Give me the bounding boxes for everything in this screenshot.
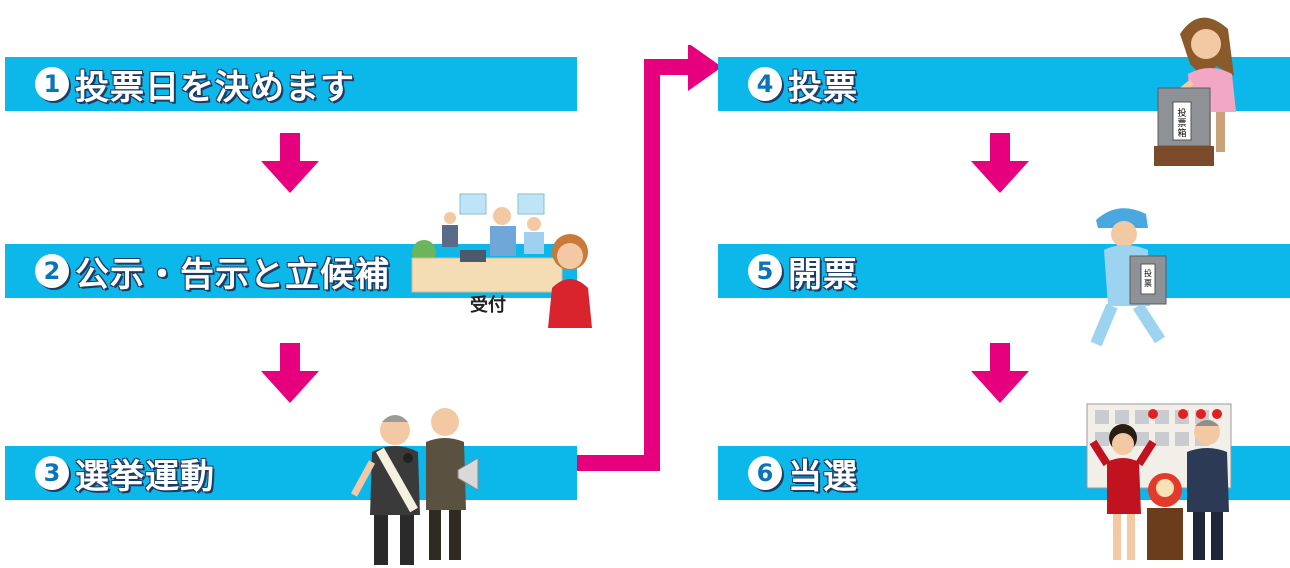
step-6-label: 当選 <box>788 456 858 497</box>
step-4-label: 投票 <box>788 67 858 108</box>
flow-connector-arrow <box>576 45 722 471</box>
ballot-counting-illustration: 投 票 <box>1090 208 1167 347</box>
reception-label: 受付 <box>470 295 506 316</box>
step-3-label: 選挙運動 <box>75 456 215 497</box>
step-1-bar: 1 投票日を決めます <box>5 57 577 111</box>
down-arrow-1 <box>261 133 319 193</box>
step-3-bar: 3 選挙運動 <box>5 446 577 500</box>
svg-text:投: 投 <box>1144 268 1152 278</box>
election-win-illustration <box>1086 403 1232 560</box>
step-5-bar: 5 開票 <box>718 244 1290 298</box>
down-arrow-2 <box>261 343 319 403</box>
svg-text:投: 投 <box>1177 107 1186 119</box>
step-2-number: 2 <box>35 254 69 288</box>
reception-desk-illustration <box>411 193 592 328</box>
voting-illustration: 投 票 箱 <box>1154 17 1236 166</box>
step-6-number: 6 <box>748 456 782 490</box>
step-5-number: 5 <box>748 254 782 288</box>
down-arrow-3 <box>971 133 1029 193</box>
svg-text:票: 票 <box>1144 279 1152 288</box>
svg-text:箱: 箱 <box>1177 127 1186 139</box>
step-5-label: 開票 <box>788 254 858 295</box>
svg-text:票: 票 <box>1177 118 1186 129</box>
step-1-number: 1 <box>35 67 69 101</box>
step-4-number: 4 <box>748 67 782 101</box>
down-arrow-4 <box>971 343 1029 403</box>
step-3-number: 3 <box>35 456 69 490</box>
campaign-speech-illustration <box>350 408 479 565</box>
step-1-label: 投票日を決めます <box>75 67 355 108</box>
step-2-label: 公示・告示と立候補 <box>75 254 390 295</box>
